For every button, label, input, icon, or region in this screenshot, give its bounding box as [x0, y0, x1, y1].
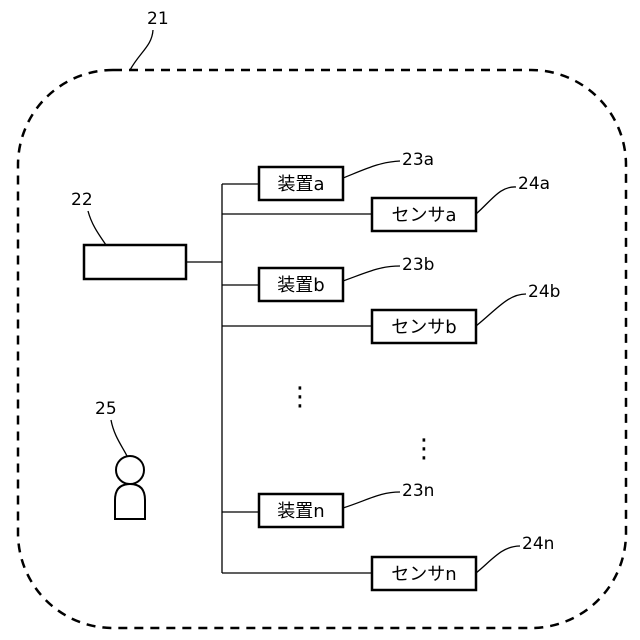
device-n-label: 装置n [277, 501, 324, 522]
device-n: 装置n 23n [259, 481, 434, 527]
device-a-ref-leader [343, 161, 400, 178]
sensor-n-label: センサn [391, 564, 456, 585]
person-head [116, 456, 144, 484]
person-ref-label: 25 [95, 399, 117, 419]
sensor-n: センサn 24n [372, 534, 554, 590]
system-ref-label: 21 [147, 9, 169, 29]
device-a: 装置a 23a [259, 150, 434, 200]
controller-box [84, 245, 186, 279]
sensor-b-label: センサb [391, 317, 456, 338]
device-n-ref-leader [343, 492, 400, 508]
sensor-b-ref-leader [476, 294, 526, 326]
person-icon [115, 456, 145, 519]
sensor-b-ref-label: 24b [528, 282, 560, 302]
sensor-n-ref-label: 24n [522, 534, 554, 554]
controller-ref-leader [88, 211, 106, 245]
sensor-a-ref-leader [476, 187, 516, 214]
sensor-b: センサb 24b [372, 282, 560, 343]
device-ellipsis: ⋮ [287, 382, 313, 412]
device-a-label: 装置a [277, 174, 324, 195]
sensor-a-label: センサa [391, 205, 456, 226]
person-ref-leader [111, 420, 127, 456]
sensor-n-ref-leader [476, 546, 520, 573]
device-b-label: 装置b [277, 275, 324, 296]
controller-ref-label: 22 [71, 190, 93, 210]
device-b-ref-leader [343, 266, 400, 281]
sensor-a: センサa 24a [372, 174, 550, 231]
device-b: 装置b 23b [259, 255, 434, 301]
sensor-a-ref-label: 24a [518, 174, 550, 194]
system-ref-leader [130, 30, 153, 70]
sensor-ellipsis: ⋮ [411, 434, 437, 464]
device-n-ref-label: 23n [402, 481, 434, 501]
device-b-ref-label: 23b [402, 255, 434, 275]
person-body [115, 484, 145, 519]
device-a-ref-label: 23a [402, 150, 434, 170]
